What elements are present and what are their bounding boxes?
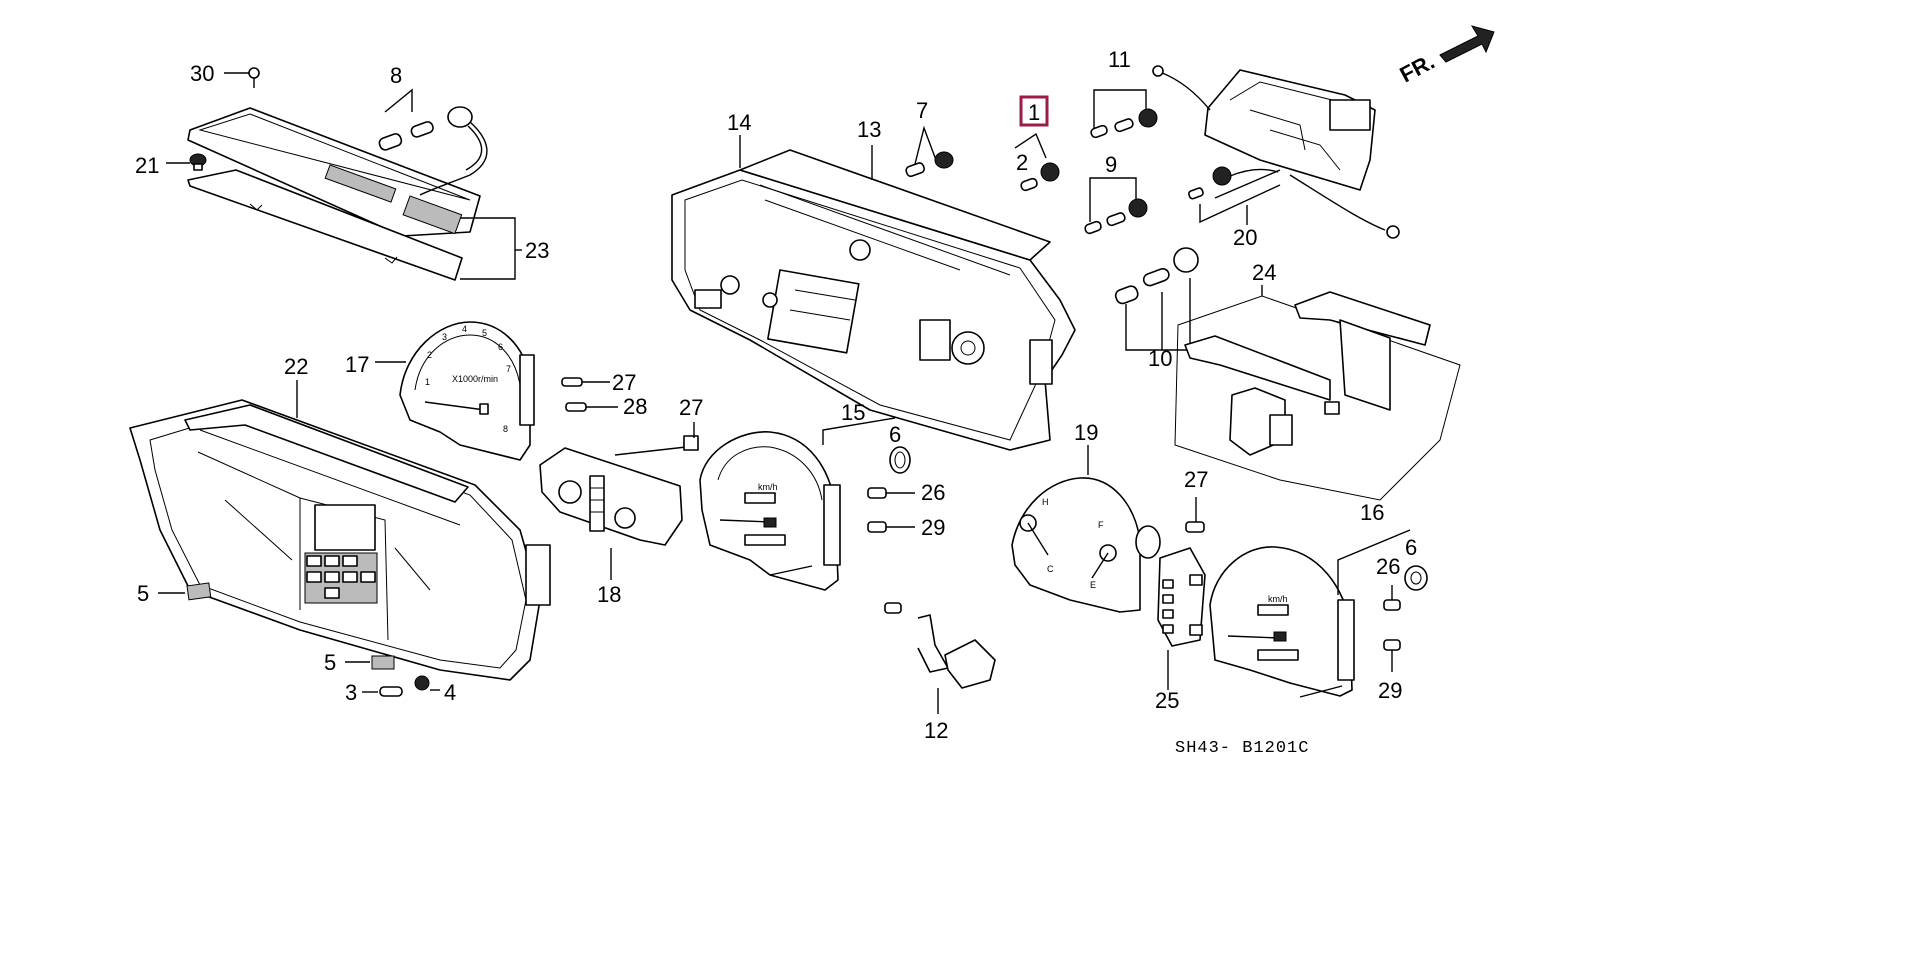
bulb-socket-11 [1090,89,1158,139]
pin-3 [362,686,403,697]
speedometer-gauge [699,431,841,591]
speedometer-gauge-right [1209,546,1355,698]
bulb-socket-8 [378,106,488,196]
mount-bracket [884,602,996,689]
callout-2[interactable]: 2 [1016,150,1028,175]
instrument-cluster-parts-diagram: FR. SH43- B1201C 1 2 3 4 5 5 6 6 7 8 9 1… [129,25,1495,758]
callout-3[interactable]: 3 [345,680,357,705]
callout-25[interactable]: 25 [1155,688,1179,713]
connector-25 [1157,547,1206,647]
callout-20[interactable]: 20 [1233,225,1257,250]
tacho-number: 7 [506,364,511,374]
callout-10[interactable]: 10 [1148,346,1172,371]
fuel-empty-mark: E [1090,580,1096,590]
cluster-lens-panel [129,399,551,681]
bulb-socket-7 [905,125,954,178]
screw-28 [565,402,618,412]
visor-strip-assembly [187,107,481,281]
tacho-number: 4 [462,324,467,334]
nut-4 [414,675,440,691]
callout-21[interactable]: 21 [135,153,159,178]
oring-6-right [1404,565,1428,591]
callout-29[interactable]: 29 [921,515,945,540]
tacho-number: 6 [498,342,503,352]
callout-13[interactable]: 13 [857,117,881,142]
temp-fuel-meter [1011,477,1161,613]
drawing-code: SH43- B1201C [1175,739,1309,758]
callout-9[interactable]: 9 [1105,152,1117,177]
callout-6[interactable]: 6 [889,422,901,447]
screw-27-upper [561,377,610,387]
screw-30 [224,67,260,88]
callout-11[interactable]: 11 [1108,47,1131,72]
screw-29-left [867,521,915,533]
speedo-unit-label: km/h [1268,594,1288,604]
callout-24[interactable]: 24 [1252,260,1276,285]
callout-26[interactable]: 26 [1376,554,1400,579]
callout-30[interactable]: 30 [190,61,214,86]
callout-4[interactable]: 4 [444,680,456,705]
screw-27-right [1185,497,1205,533]
callout-19[interactable]: 19 [1074,420,1098,445]
callout-5[interactable]: 5 [137,581,149,606]
bulb-socket-10 [1114,247,1199,351]
tacho-unit-label: X1000r/min [452,374,498,384]
tacho-number: 1 [425,377,430,387]
screw-26-left [867,487,915,499]
direction-label: FR. [1396,49,1439,88]
speedo-unit-label: km/h [758,482,778,492]
callout-7[interactable]: 7 [916,98,928,123]
callout-5[interactable]: 5 [324,650,336,675]
tacho-number: 3 [442,332,447,342]
clip-21 [166,153,207,171]
callout-8[interactable]: 8 [390,63,402,88]
tacho-number: 5 [482,328,487,338]
callout-6[interactable]: 6 [1405,535,1417,560]
callout-22[interactable]: 22 [284,354,308,379]
oring-6-left [889,446,911,474]
meter-case-housing [671,149,1076,451]
callout-29[interactable]: 29 [1378,678,1402,703]
highlight-box-1 [1019,95,1049,127]
callout-15[interactable]: 15 [841,400,865,425]
front-direction-arrow [1439,25,1495,63]
callout-27[interactable]: 27 [612,370,636,395]
callout-26[interactable]: 26 [921,480,945,505]
callout-27[interactable]: 27 [1184,467,1208,492]
temp-high-mark: H [1042,497,1049,507]
callout-12[interactable]: 12 [924,718,948,743]
callout-14[interactable]: 14 [727,110,751,135]
tachometer-gauge [399,321,535,461]
callout-23[interactable]: 23 [525,238,549,263]
screw-29-right [1383,639,1401,672]
callout-28[interactable]: 28 [623,394,647,419]
callout-18[interactable]: 18 [597,582,621,607]
callout-16[interactable]: 16 [1360,500,1384,525]
fuel-full-mark: F [1098,520,1104,530]
callout-17[interactable]: 17 [345,352,369,377]
tacho-number: 8 [503,424,508,434]
pad-5 [158,582,395,670]
printed-circuit-board [1152,65,1400,239]
bulb-socket-2 [1014,132,1060,192]
temp-low-mark: C [1047,564,1054,574]
tacho-number: 2 [427,350,432,360]
fuel-temp-gauge-unit [539,422,699,546]
callout-27[interactable]: 27 [679,395,703,420]
harness-module-box [1174,285,1461,501]
bulb-socket-9 [1084,177,1148,235]
callout-1[interactable]: 1 [1028,100,1040,125]
screw-26-right [1383,585,1401,611]
